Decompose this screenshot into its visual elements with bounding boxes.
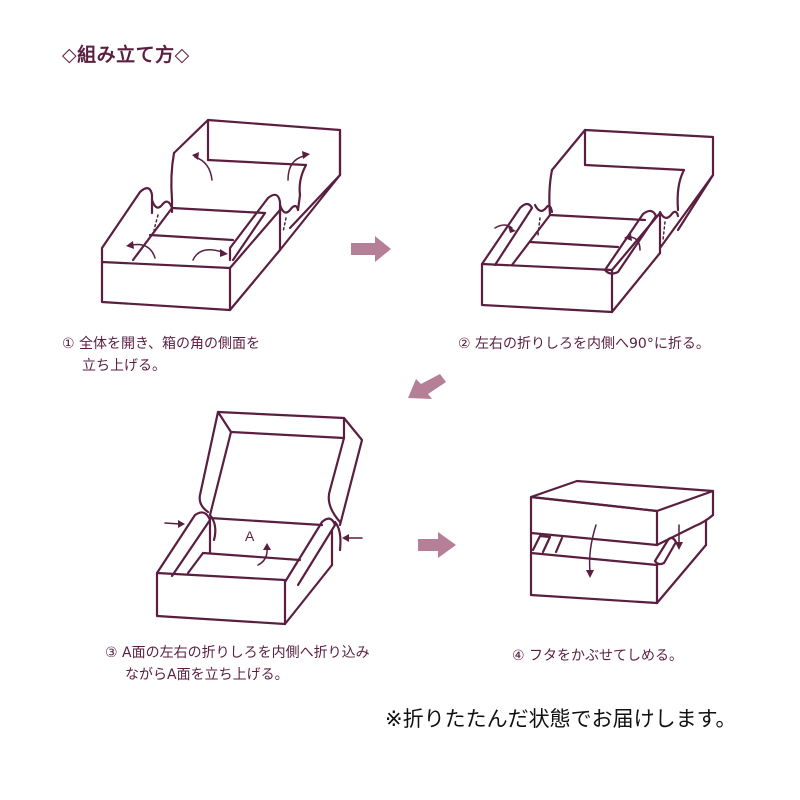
flow-arrow-right-1 bbox=[351, 236, 391, 262]
flow-arrow-right-2 bbox=[418, 532, 456, 558]
step4-text-line1: フタをかぶせてしめる。 bbox=[529, 648, 684, 664]
step3-figure: A bbox=[155, 410, 364, 626]
step4-number: ④ bbox=[512, 648, 525, 664]
step2-caption: ② 左右の折りしろを内側へ90°に折る。 bbox=[458, 333, 710, 355]
step3-text-line2: ながらA面を立ち上げる。 bbox=[125, 667, 289, 683]
step3-number: ③ bbox=[105, 645, 118, 661]
step3-text-line1: A面の左右の折りしろを内側へ折り込み bbox=[122, 645, 370, 661]
step1-caption: ① 全体を開き、箱の角の側面を 立ち上げる。 bbox=[62, 333, 260, 377]
delivery-note: ※折りたたんだ状態でお届けします。 bbox=[385, 707, 737, 731]
step3-caption: ③ A面の左右の折りしろを内側へ折り込み ながらA面を立ち上げる。 bbox=[105, 642, 370, 686]
step1-text-line1: 全体を開き、箱の角の側面を bbox=[79, 336, 261, 352]
step4-caption: ④ フタをかぶせてしめる。 bbox=[512, 645, 683, 667]
step1-figure bbox=[100, 118, 342, 312]
step1-text-line2: 立ち上げる。 bbox=[82, 358, 166, 374]
step2-figure bbox=[480, 128, 715, 314]
step1-number: ① bbox=[62, 336, 75, 352]
face-a-label: A bbox=[245, 528, 255, 544]
page-title: ◇組み立て方◇ bbox=[62, 44, 190, 66]
flow-arrow-down-left bbox=[408, 374, 446, 399]
step4-figure bbox=[529, 479, 715, 605]
step2-text-line1: 左右の折りしろを内側へ90°に折る。 bbox=[475, 336, 710, 352]
step2-number: ② bbox=[458, 336, 471, 352]
